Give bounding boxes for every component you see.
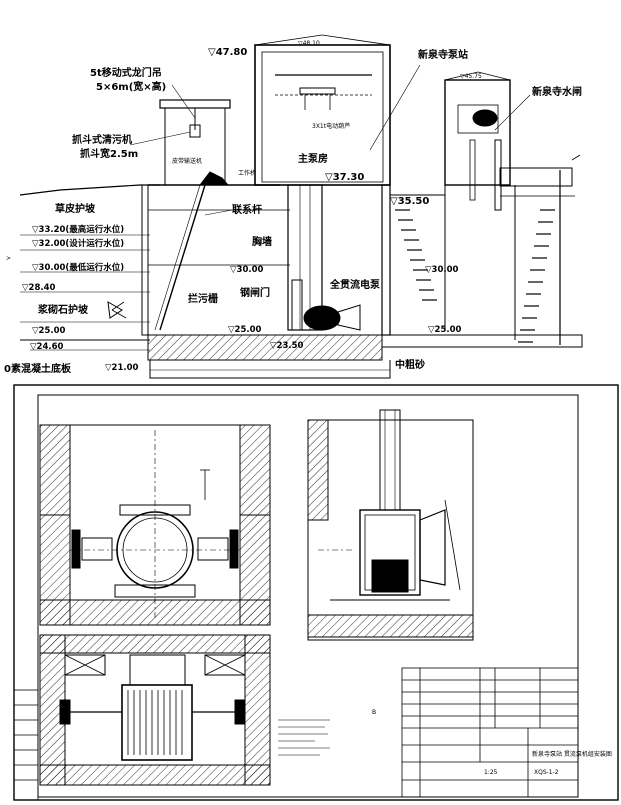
- tubular-pump-body: [303, 305, 341, 331]
- work-bridge-label: 工作桥: [238, 169, 256, 177]
- el-30-00-right: ▽30.00: [425, 265, 459, 275]
- cleaner-line-2: 抓斗宽2.5m: [80, 147, 138, 160]
- steel-gate-label: 钢闸门: [240, 286, 270, 299]
- crane-line-1: 5t移动式龙门吊: [90, 66, 162, 79]
- el-25-00-mid: ▽25.00: [228, 325, 262, 335]
- left-embankment: [19, 184, 160, 196]
- downstream-deck: [499, 167, 573, 187]
- el-21-00: ▽21.00: [105, 363, 139, 373]
- title-block-project: 新泉寺泵站 贯流泵机组安装图: [532, 750, 612, 758]
- crane-line-2: 5×6m(宽×高): [96, 80, 166, 93]
- front-elevation-view: [39, 424, 271, 626]
- el-25-00-right: ▽25.00: [428, 325, 462, 335]
- el-23-50: ▽23.50: [270, 341, 304, 351]
- stone-slope-symbol: [107, 301, 123, 319]
- el-25-00-left: ▽25.00: [32, 326, 66, 336]
- left-tag-column: [13, 689, 39, 801]
- foundation-slab: [147, 334, 383, 361]
- pump-station-cross-section: [19, 34, 583, 379]
- plan-view: [39, 634, 271, 786]
- pump-plan-body: [121, 684, 193, 761]
- main-pump-room-label: 主泵房: [298, 152, 328, 165]
- medium-sand-label: 中粗砂: [395, 358, 425, 371]
- left-arrow-mark: >: [6, 255, 11, 262]
- tie-bar-label: 联系杆: [232, 203, 262, 216]
- gantry-crane: [159, 99, 231, 109]
- grass-slope-label: 草皮护坡: [55, 202, 96, 215]
- inner-frame: [37, 394, 579, 798]
- el-33-20: ▽33.20(最高运行水位): [32, 224, 124, 235]
- motor-cabinet-label: 3X1t电动葫芦: [312, 122, 350, 130]
- el-35-50: ▽35.50: [390, 196, 429, 207]
- title-block: [401, 667, 579, 798]
- side-elevation-view: [307, 409, 474, 641]
- el-24-60: ▽24.60: [30, 342, 64, 352]
- pump-shaft: [287, 184, 323, 331]
- el-45-75: ▽45.75: [460, 73, 482, 80]
- steel-gate: [291, 279, 303, 331]
- installation-drawing: [13, 384, 619, 801]
- el-37-30: ▽37.30: [325, 172, 364, 183]
- breast-wall-label: 胸墙: [252, 235, 272, 248]
- el-30-00-mid: ▽30.00: [230, 265, 264, 275]
- sluice-label: 新泉寺水闸: [532, 85, 582, 98]
- view-tag: B: [372, 709, 376, 716]
- outer-frame: [13, 384, 619, 801]
- trash-pile: [198, 171, 230, 186]
- title-block-scale: 1:25: [484, 769, 498, 776]
- pump-casing-front: [116, 511, 194, 589]
- belt-conveyor-label: 皮带输送机: [172, 157, 202, 165]
- outlet-cone: [419, 509, 446, 586]
- el-28-40: ▽28.40: [22, 283, 56, 293]
- trash-rack-line: [159, 184, 206, 331]
- el-30-00-left: ▽30.00(最低运行水位): [32, 262, 124, 273]
- sluice-steps: [395, 209, 555, 343]
- section-labels: ▽47.80 ▽48.10 ▽45.75 ▽37.30 ▽35.50 ▽33.2…: [4, 40, 582, 375]
- tubular-pump-label: 全贯流电泵: [329, 278, 381, 291]
- title-block-code: XQS-1-2: [534, 769, 559, 776]
- notes-block: [278, 719, 330, 756]
- sluice-house: [444, 79, 511, 186]
- outlet-wall: [381, 184, 391, 336]
- cleaner-line-1: 抓斗式清污机: [72, 133, 132, 146]
- drawing-labels: B 新泉寺泵站 贯流泵机组安装图 1:25 XQS-1-2: [372, 709, 612, 776]
- el-47-80: ▽47.80: [208, 47, 247, 58]
- trash-rack-label: 拦污栅: [188, 292, 218, 305]
- forebay-wall-left: [141, 184, 149, 336]
- el-32-00: ▽32.00(设计运行水位): [32, 238, 124, 249]
- base-slab-label: 0素混凝土底板: [4, 362, 72, 375]
- el-48-10: ▽48.10: [298, 40, 320, 47]
- pump-station-label: 新泉寺泵站: [418, 48, 468, 61]
- stone-slope-label: 浆砌石护坡: [38, 303, 89, 316]
